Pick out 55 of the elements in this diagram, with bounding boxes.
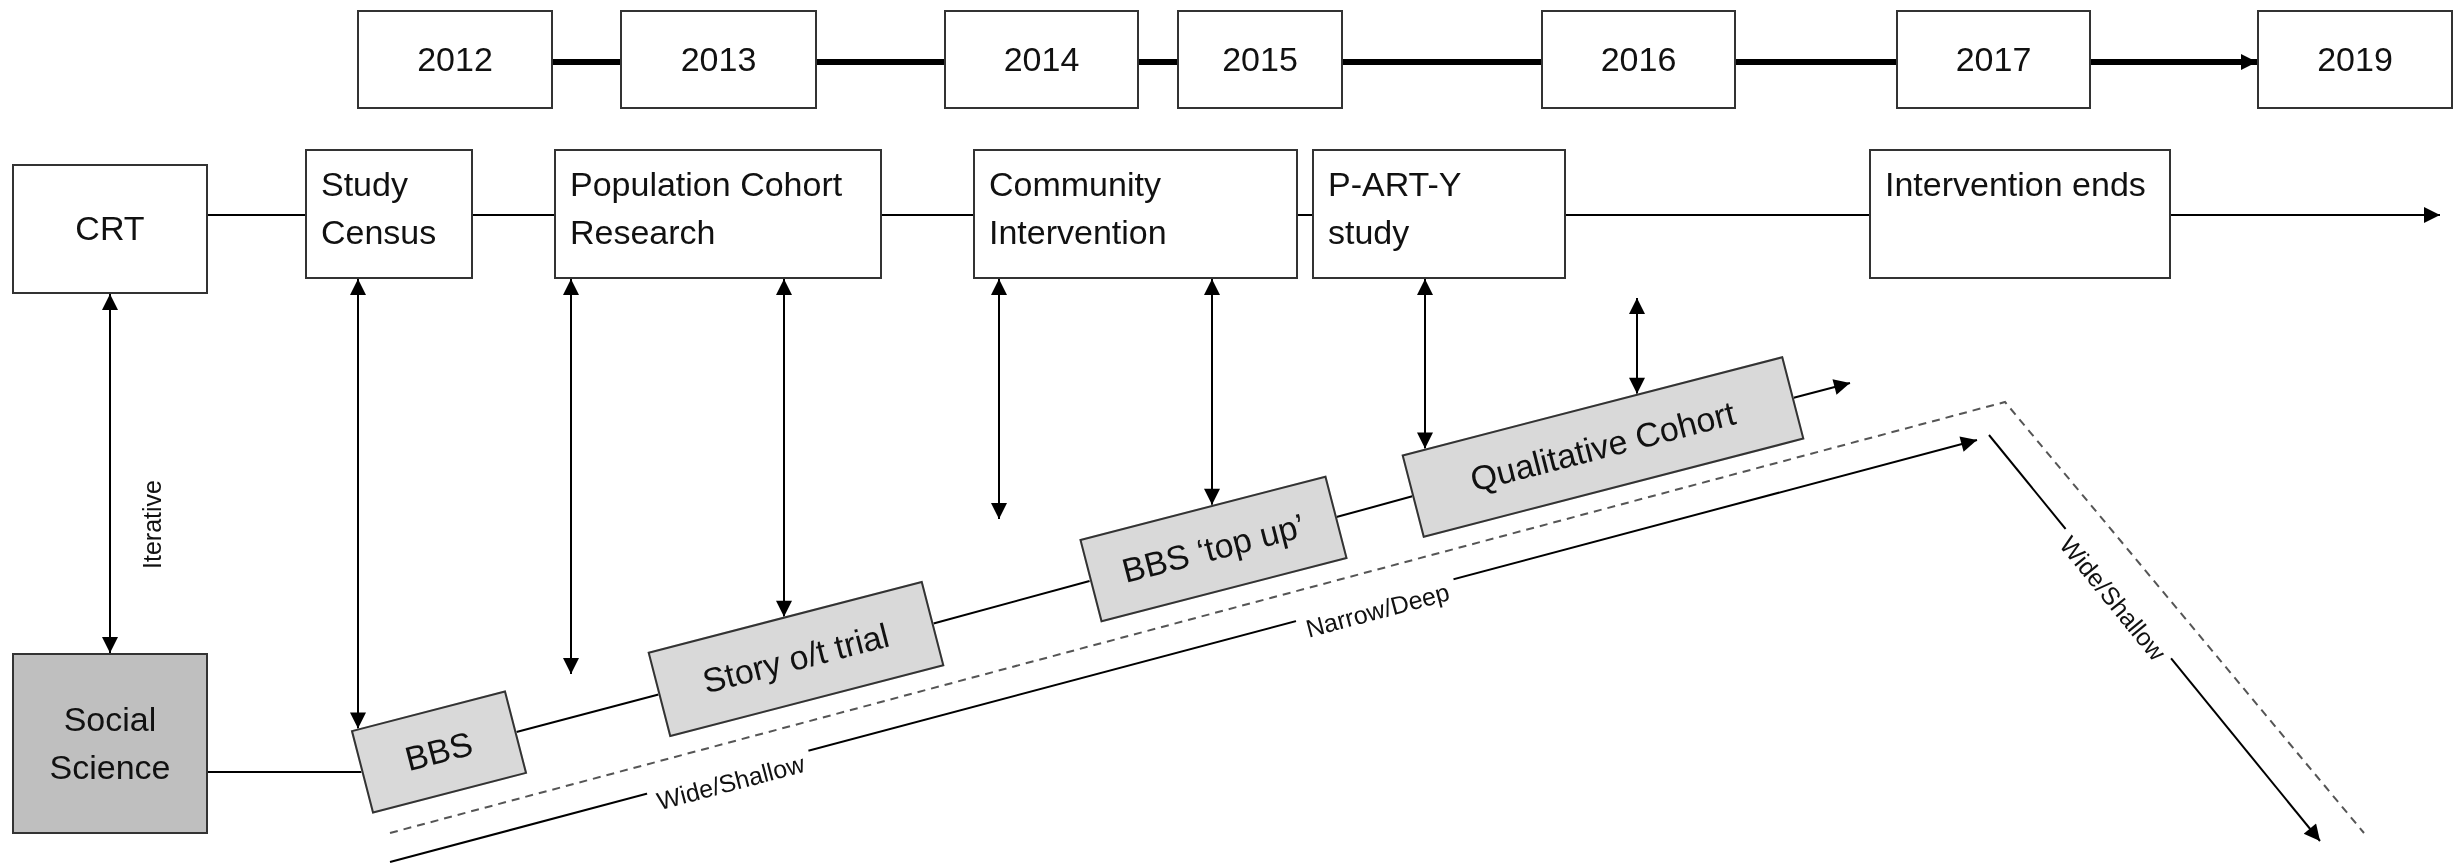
stage-box: [554, 149, 882, 279]
connector: [350, 278, 366, 730]
connector: [2170, 207, 2441, 223]
box-label: 2017: [1955, 38, 2032, 80]
connector: [1565, 214, 1870, 216]
connector: [1792, 379, 1851, 399]
connector: [776, 278, 792, 618]
box-label: BBS: [400, 723, 478, 781]
timeline-line: [1736, 59, 1896, 65]
connector: [1335, 495, 1414, 519]
box-label: Study Census: [321, 164, 438, 253]
box-label: 2013: [680, 38, 757, 80]
box-label: Story o/t trial: [697, 614, 894, 703]
connector: [563, 278, 579, 675]
timeline-line: [1139, 59, 1177, 65]
stage-box: [12, 164, 208, 294]
discipline-box: [12, 653, 208, 834]
timeline-line: [817, 59, 944, 65]
connector: [991, 278, 1007, 520]
box-label: 2015: [1222, 38, 1298, 80]
box-label: Intervention ends: [1885, 164, 2146, 205]
box-label: 2019: [2317, 38, 2393, 80]
stage-box: [973, 149, 1298, 279]
box-label: 2012: [417, 38, 493, 80]
box-label: Community Intervention: [989, 164, 1168, 253]
connector: [1417, 278, 1433, 450]
year-box: [620, 10, 817, 109]
year-box: [2257, 10, 2453, 109]
box-label: CRT: [75, 208, 145, 250]
connector: [881, 214, 974, 216]
year-box: [1177, 10, 1343, 109]
box-label: 2014: [1003, 38, 1080, 80]
stage-box: [1312, 149, 1566, 279]
stage-box: [305, 149, 473, 279]
connector: [1204, 278, 1220, 506]
year-box: [357, 10, 553, 109]
connector: [207, 214, 306, 216]
connector: [515, 693, 660, 733]
connector: [1297, 214, 1313, 216]
box-label: Social Science: [48, 698, 172, 788]
box-label: 2016: [1600, 38, 1677, 80]
connector: [472, 214, 555, 216]
timeline-line: [1343, 59, 1541, 65]
box-label: Population Cohort Research: [570, 164, 844, 253]
year-box: [1541, 10, 1736, 109]
connector: [932, 579, 1091, 625]
box-label: P-ART-Y study: [1328, 164, 1462, 253]
timeline-line: [2091, 54, 2257, 70]
year-box: [944, 10, 1139, 109]
connector: [102, 293, 118, 654]
timeline-line: [553, 59, 620, 65]
connector: [207, 771, 363, 774]
connector: [1629, 297, 1645, 395]
stage-box: [1869, 149, 2171, 279]
year-box: [1896, 10, 2091, 109]
